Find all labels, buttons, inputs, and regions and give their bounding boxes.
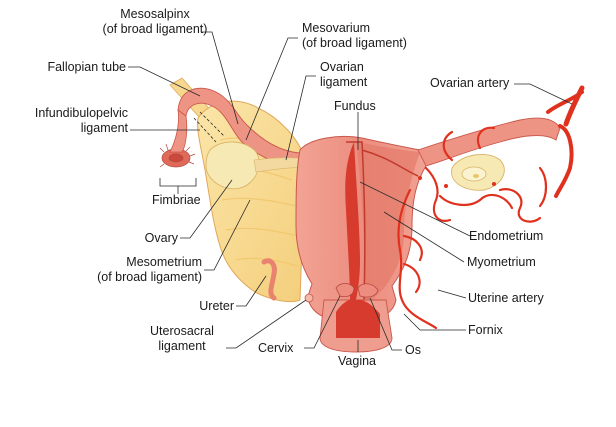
uterosacral-knob xyxy=(304,293,314,303)
label-ureter: Ureter xyxy=(199,299,234,313)
ovary-left xyxy=(205,141,260,190)
label-vagina: Vagina xyxy=(338,354,376,368)
label-infundibulopelvic: Infundibulopelvic ligament xyxy=(14,106,128,136)
label-mesovarium: Mesovarium (of broad ligament) xyxy=(302,21,407,51)
label-infundibulopelvic-2: ligament xyxy=(80,121,128,135)
ureter-left xyxy=(261,258,277,301)
label-myometrium: Myometrium xyxy=(467,255,536,269)
label-mesovarium-sub: (of broad ligament) xyxy=(302,36,407,50)
leader-lines xyxy=(128,31,573,352)
label-os: Os xyxy=(405,343,421,357)
tube-to-fimbriae xyxy=(169,109,188,153)
label-fornix: Fornix xyxy=(468,323,503,337)
label-cervix: Cervix xyxy=(258,341,294,355)
endometrium xyxy=(345,142,360,300)
ovarian-artery-main xyxy=(563,85,585,127)
label-ovarian-artery: Ovarian artery xyxy=(430,76,510,90)
label-ovarian-ligament-2: ligament xyxy=(320,75,368,89)
label-mesosalpinx-title: Mesosalpinx xyxy=(120,7,190,21)
label-uterine-artery: Uterine artery xyxy=(468,291,544,305)
vessel-dots xyxy=(418,176,496,188)
uterine-artery-branches xyxy=(397,126,548,330)
label-mesovarium-title: Mesovarium xyxy=(302,21,371,35)
ovary-follicle xyxy=(461,166,487,182)
label-uterosacral-1: Uterosacral xyxy=(150,324,214,338)
endometrium-lining xyxy=(346,141,419,301)
label-ovarian-ligament: Ovarian ligament xyxy=(320,60,367,90)
ovary-follicle-inner xyxy=(473,174,479,178)
label-ovary: Ovary xyxy=(144,231,178,245)
mesosalpinx-dashes xyxy=(193,111,225,143)
vagina-canal xyxy=(336,299,380,338)
label-ovarian-ligament-1: Ovarian xyxy=(320,60,364,74)
label-mesosalpinx: Mesosalpinx (of broad ligament) xyxy=(100,7,210,37)
label-mesometrium-title: Mesometrium xyxy=(126,255,202,269)
label-mesosalpinx-sub: (of broad ligament) xyxy=(102,22,208,36)
label-fimbriae: Fimbriae xyxy=(152,193,201,207)
label-fallopian-tube: Fallopian tube xyxy=(47,60,126,74)
label-endometrium: Endometrium xyxy=(469,229,544,243)
label-mesometrium-sub: (of broad ligament) xyxy=(97,270,202,284)
label-mesometrium: Mesometrium (of broad ligament) xyxy=(60,255,202,285)
cervix-os xyxy=(335,283,379,298)
myometrium xyxy=(356,142,420,300)
label-uterosacral-2: ligament xyxy=(158,339,206,353)
ovarian-artery-vessel xyxy=(546,90,584,198)
label-infundibulopelvic-1: Infundibulopelvic xyxy=(34,106,128,120)
label-uterosacral: Uterosacral ligament xyxy=(140,324,224,354)
label-fundus: Fundus xyxy=(334,99,376,113)
